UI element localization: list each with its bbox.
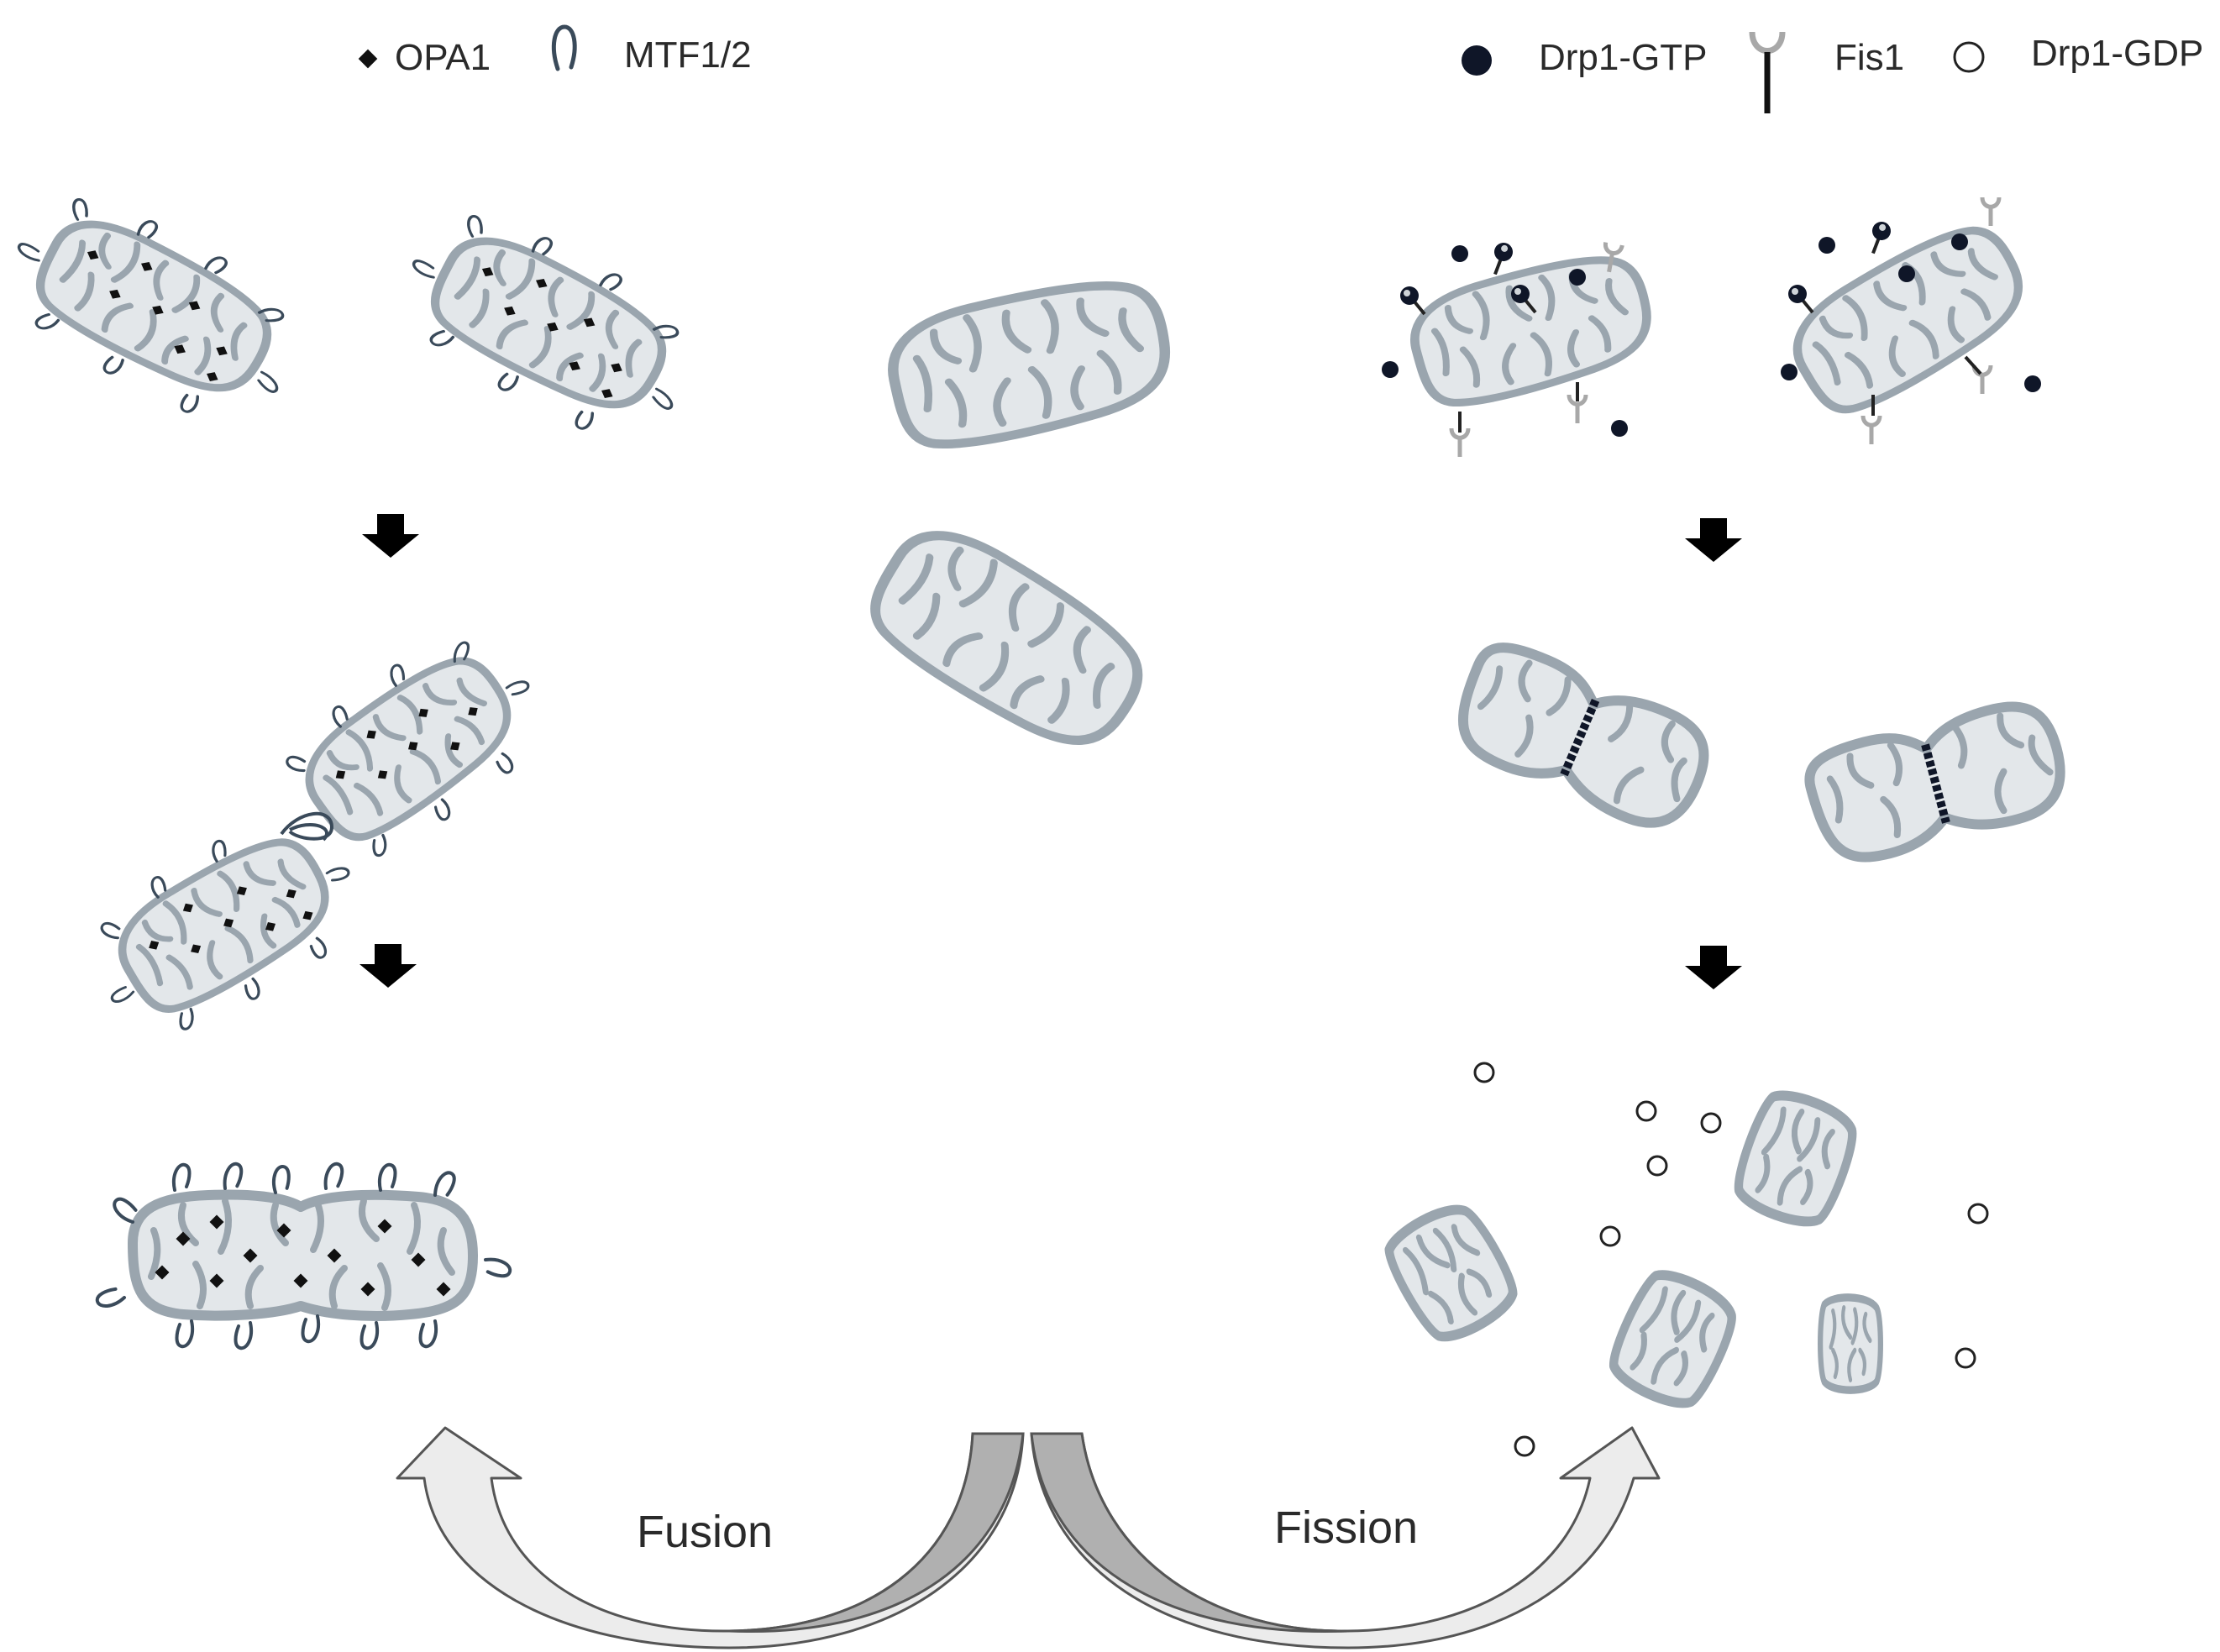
fusion-step-arrow-1 xyxy=(362,514,419,558)
fusion-step2-mito-lower xyxy=(97,790,351,1031)
legend-mtf-label: MTF1/2 xyxy=(624,34,752,76)
legend-drp1-gtp-label: Drp1-GTP xyxy=(1539,37,1707,78)
center-mito-bottom xyxy=(857,511,1158,768)
fission-step1-mito-a-proteins xyxy=(1382,237,1628,457)
fusion-step-arrow-2 xyxy=(360,944,417,988)
legend-fis1-label: Fis1 xyxy=(1834,37,1904,78)
fission-step-arrow-1 xyxy=(1685,518,1742,562)
diamond-icon xyxy=(358,49,378,69)
legend-drp1-gdp-label: Drp1-GDP xyxy=(2031,33,2203,74)
fission-fragment-4 xyxy=(1820,1298,1881,1390)
fission-fragment-1 xyxy=(1379,1196,1524,1348)
legend-left: OPA1 MTF1/2 xyxy=(358,24,752,78)
fusion-step1-mito-a xyxy=(15,197,321,417)
filled-circle-icon xyxy=(1462,45,1492,76)
fusion-label: Fusion xyxy=(637,1507,773,1557)
fusion-step3-fused-mito xyxy=(93,1161,513,1350)
fission-step2-mito-a xyxy=(1458,642,1709,828)
fission-label: Fission xyxy=(1274,1503,1418,1553)
fusion-step1-mito-b xyxy=(410,214,716,433)
open-circle-icon xyxy=(1953,41,1985,73)
fission-step1-mito-b xyxy=(1779,210,2039,426)
fission-step1-mito-a xyxy=(1404,244,1660,415)
legend-opa1-label: OPA1 xyxy=(395,37,491,78)
fission-step2-mito-b xyxy=(1804,701,2065,863)
y-receptor-icon xyxy=(1749,31,1786,113)
center-mito-top xyxy=(883,270,1177,457)
legend-right: Drp1-GTP Fis1 Drp1-GDP xyxy=(1462,31,2203,113)
fission-fragment-3 xyxy=(1603,1265,1743,1414)
fusion-arrow xyxy=(396,1426,1025,1649)
fission-arrow xyxy=(1030,1426,1661,1649)
fission-step-arrow-2 xyxy=(1685,946,1742,989)
fission-step1-mito-b-proteins xyxy=(1781,197,2041,444)
fission-fragment-2 xyxy=(1729,1087,1863,1232)
mtf-tether xyxy=(280,811,334,842)
drp1-gdp-free xyxy=(1473,1062,1989,1457)
hook-icon xyxy=(551,24,577,71)
